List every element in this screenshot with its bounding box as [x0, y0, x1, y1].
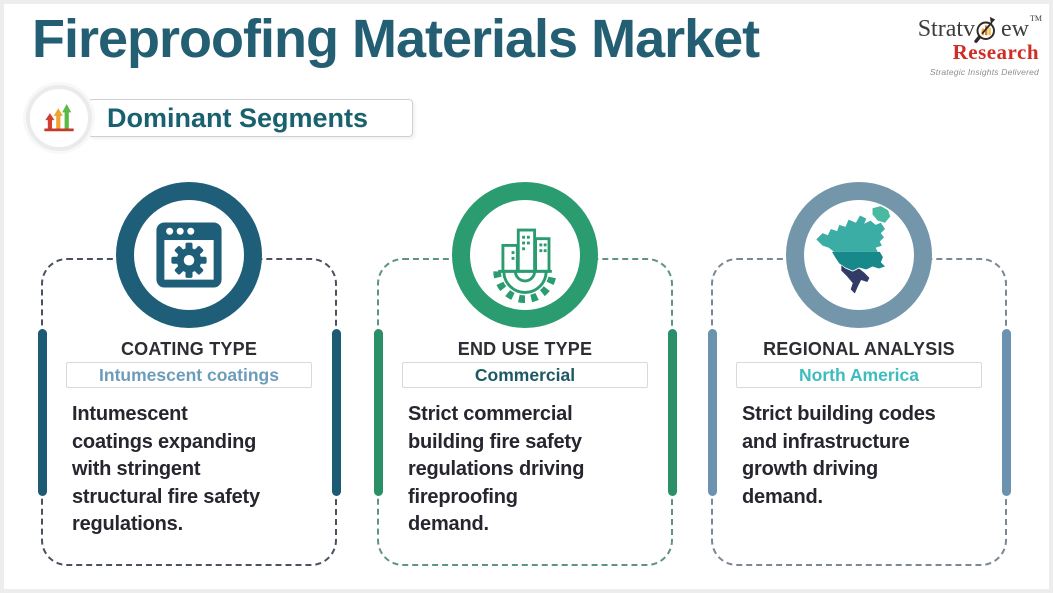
segment-icon-disc [134, 200, 244, 310]
growth-arrows-badge [26, 85, 92, 151]
research-wordmark: Research [952, 40, 1039, 64]
segment-icon-ring [786, 182, 932, 328]
growth-arrows-icon [44, 104, 74, 132]
card-accent-bar-left [37, 329, 47, 496]
card-value-badge: North America [736, 362, 982, 388]
card-description: Intumescent coatings expanding with stri… [72, 403, 260, 535]
wordmark-suffix: ew [1001, 16, 1029, 42]
segment-icon-disc [804, 200, 914, 310]
card-accent-bar-left [373, 329, 383, 496]
segment-card-coating-type: COATING TYPE Intumescent coatings Intume… [37, 182, 341, 566]
card-accent-bar-right [1001, 329, 1011, 496]
browser-gear-icon [156, 222, 222, 288]
segment-icon-disc [470, 200, 580, 310]
buildings-gear-icon [493, 228, 557, 303]
card-title: COATING TYPE [120, 339, 258, 359]
segment-icon-ring [452, 182, 598, 328]
card-accent-bar-left [707, 329, 717, 496]
segment-card-regional-analysis: REGIONAL ANALYSIS North America Strict b… [707, 182, 1011, 566]
card-accent-bar-right [667, 329, 677, 496]
card-title: END USE TYPE [457, 339, 593, 359]
segment-card-end-use-type: END USE TYPE Commercial Strict commercia… [373, 182, 677, 566]
logo-tagline: Strategic Insights Delivered [929, 67, 1039, 77]
brand-logo: Stratv ew TM Research Strategic Insights… [891, 8, 1042, 77]
magnifier-chart-icon [974, 16, 996, 43]
north-america-map-icon [816, 206, 891, 294]
card-title: REGIONAL ANALYSIS [763, 339, 955, 359]
card-value-badge: Commercial [402, 362, 648, 388]
page-title: Fireproofing Materials Market [32, 9, 760, 69]
trademark-symbol: TM [1030, 14, 1042, 23]
card-accent-bar-right [331, 329, 341, 496]
card-value-badge: Intumescent coatings [66, 362, 312, 388]
card-description: Strict building codes and infrastructure… [742, 403, 936, 508]
wordmark-prefix: Stratv [917, 16, 976, 42]
card-description: Strict commercial building fire safety r… [408, 403, 585, 535]
segment-icon-ring [116, 182, 262, 328]
section-label: Dominant Segments [88, 99, 413, 137]
stratview-wordmark: Stratv ew TM [891, 8, 1042, 43]
